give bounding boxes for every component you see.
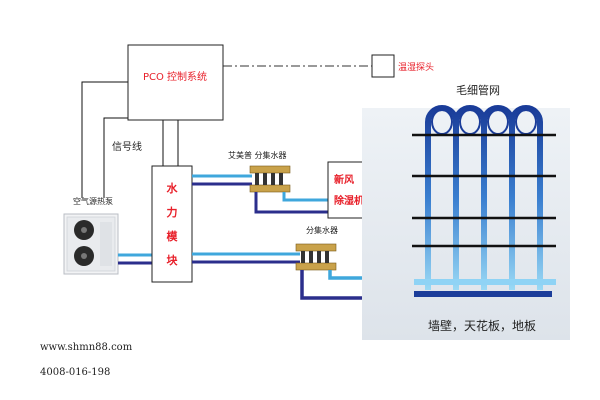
fresh-air-label-line-1: 新风 [334, 173, 354, 186]
heat-pump-label: 空气源热泵 [73, 196, 113, 206]
signal-line-label: 信号线 [112, 140, 142, 153]
hydro-module-box [151, 165, 193, 283]
pipes-module-to-manifold-1 [192, 174, 252, 186]
hydro-module-char-1: 水 [167, 181, 179, 195]
pco-controller-label: PCO 控制系统 [143, 70, 207, 83]
capillary-tubes [425, 105, 543, 290]
pipes-module-to-manifold-2 [192, 252, 300, 264]
surfaces-label: 墙壁，天花板，地板 [428, 318, 536, 333]
capillary-net-label: 毛细管网 [456, 83, 500, 97]
pipes-manifold-1-to-fresh-air [254, 192, 330, 214]
manifold-1-label: 艾美普 分集水器 [228, 150, 287, 160]
manifold-2-label: 分集水器 [306, 225, 338, 235]
hydro-module-char-3: 模 [167, 229, 179, 243]
footer-phone: 4008-016-198 [40, 367, 111, 378]
capillary-panel [362, 108, 570, 340]
pco-controller-box [127, 44, 224, 121]
heat-pump-unit [63, 213, 119, 275]
hydro-module-char-4: 块 [167, 253, 179, 267]
manifold-2 [295, 243, 337, 271]
capillary-header-pipes [414, 279, 556, 297]
fresh-air-label-line-2: 除湿机 [334, 194, 364, 207]
pipes-heatpump-to-module [118, 253, 152, 265]
humidity-probe-box [371, 54, 395, 78]
signal-wires [81, 81, 179, 198]
footer-website: www.shmn88.com [40, 342, 133, 353]
capillary-rails [412, 133, 556, 248]
humidity-probe-label: 温湿探头 [398, 61, 434, 73]
manifold-1 [249, 165, 291, 193]
hydro-module-char-2: 力 [167, 205, 178, 219]
